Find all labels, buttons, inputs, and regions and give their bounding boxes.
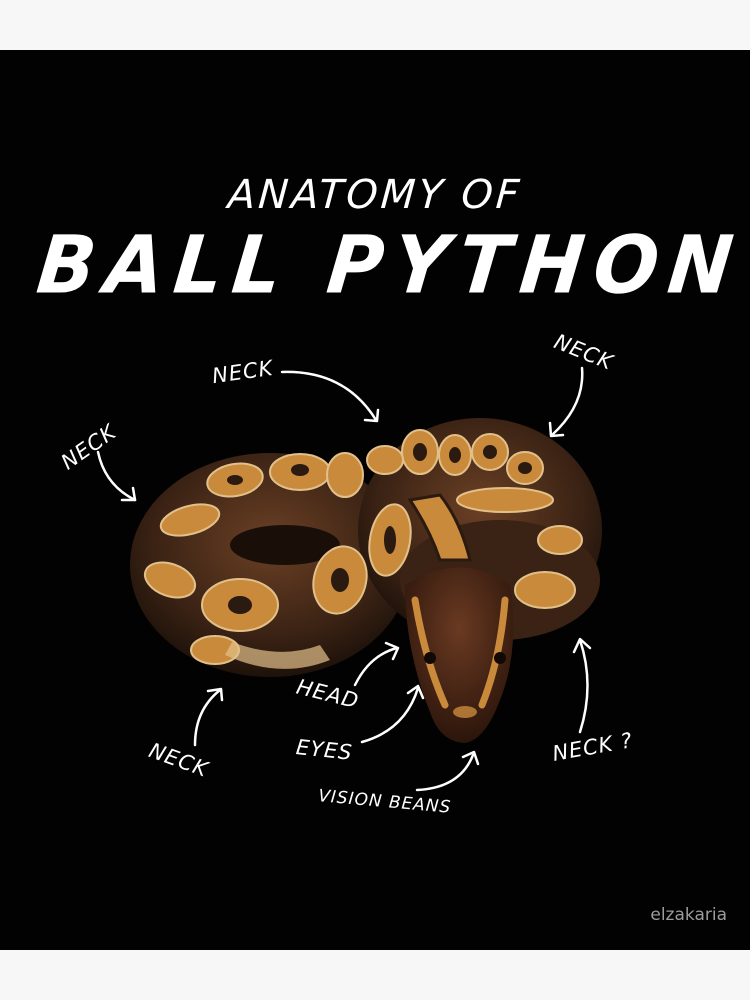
artist-watermark: elzakaria: [650, 905, 727, 925]
arrow-icon: [193, 687, 224, 747]
arrow-icon: [96, 450, 137, 502]
arrow-icon: [415, 750, 480, 792]
arrow-icon: [572, 637, 592, 734]
ball-python-image: [130, 418, 602, 743]
poster-panel: ANATOMY OF BALL PYTHON: [0, 50, 750, 950]
arrow-icon: [548, 366, 584, 438]
annotation-arrows: [96, 366, 592, 792]
arrow-icon: [280, 370, 380, 423]
arrow-icon: [360, 684, 425, 744]
arrow-icon: [353, 641, 400, 687]
